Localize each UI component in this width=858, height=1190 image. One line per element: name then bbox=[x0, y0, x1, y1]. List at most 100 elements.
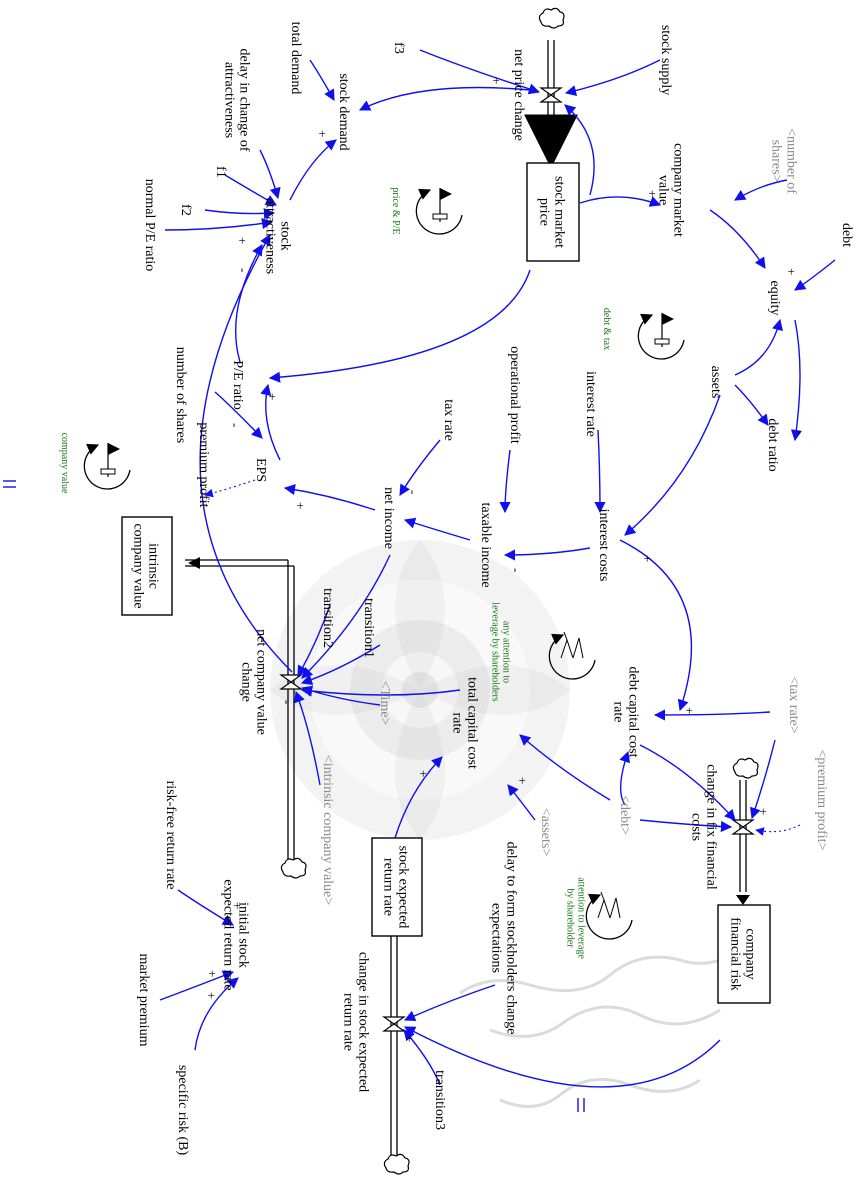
polarity-sign: + bbox=[265, 393, 280, 400]
polarity-sign: + bbox=[682, 707, 697, 714]
f1-label-line: f1 bbox=[213, 166, 228, 178]
company-financial-risk-label: companyfinancial risk bbox=[728, 917, 758, 990]
valve-change-in-stock-expected-return bbox=[382, 1016, 406, 1032]
loop-label-price-pe-line: price & P/E bbox=[390, 187, 401, 234]
delay-to-form-expectations-label-line: expectations bbox=[489, 903, 504, 973]
premium-profit-shadow-label-line: <premium profit> bbox=[814, 750, 829, 851]
operational-profit-label-line: operational profit bbox=[507, 346, 522, 444]
polarity-sign: - bbox=[793, 430, 808, 434]
interest-rate-label: interest rate bbox=[583, 371, 598, 437]
stock-attractiveness-label-line: attractiveness bbox=[263, 198, 278, 274]
loop-label-company-value: company value bbox=[59, 433, 70, 494]
pe-ratio-label-line: P/E ratio bbox=[230, 360, 245, 409]
premium-profit-label-line: premium profit bbox=[196, 422, 211, 507]
pipe-change-in-fix-financial-costs bbox=[736, 780, 750, 905]
premium-profit-label: premium profit bbox=[196, 422, 211, 507]
polarity-sign: - bbox=[228, 423, 243, 427]
stock-supply-label-line: stock supply bbox=[658, 25, 673, 95]
eps-label-line: EPS bbox=[253, 458, 268, 482]
company-market-value-label-line: company market bbox=[671, 143, 686, 237]
watermark-script bbox=[459, 948, 741, 1108]
stock-demand-label: stock demand bbox=[336, 73, 351, 150]
net-company-value-change-label-line: change bbox=[239, 662, 254, 702]
tax-rate-label-line: tax rate bbox=[441, 399, 456, 441]
stock-supply-label: stock supply bbox=[658, 25, 673, 95]
change-in-stock-expected-return-rate-label-line: change in stock expected bbox=[356, 952, 371, 1092]
stock-expected-return-rate-label-line: stock expected bbox=[396, 846, 411, 929]
delay-attractiveness-label-line: attractiveness bbox=[222, 62, 237, 138]
change-in-fix-financial-costs-label-line: change in fix financial bbox=[704, 764, 719, 890]
polarity-sign: + bbox=[402, 1035, 417, 1042]
net-income-label-line: net income bbox=[381, 487, 396, 549]
debt-ratio-label: debt ratio bbox=[765, 418, 780, 471]
change-in-stock-expected-return-rate-label: change in stock expectedreturn rate bbox=[341, 952, 371, 1092]
loop-label-attention-to-leverage-line: by shareholder bbox=[565, 888, 576, 948]
change-in-fix-financial-costs-label: change in fix financialcosts bbox=[689, 764, 719, 890]
transition3-label: transition3 bbox=[432, 1070, 447, 1130]
pe-ratio-label: P/E ratio bbox=[230, 360, 245, 409]
intrinsic-company-value-box bbox=[121, 516, 173, 616]
interest-costs-label-line: interest costs bbox=[596, 509, 611, 582]
valve-change-in-fix-financial-costs bbox=[731, 819, 755, 835]
stock-market-price-label-line: price bbox=[537, 198, 552, 226]
stock-attractiveness-label: stockattractiveness bbox=[263, 198, 293, 274]
polarity-sign: + bbox=[515, 777, 530, 784]
debt-shadow-label-line: <debt> bbox=[617, 795, 632, 835]
change-in-fix-financial-costs-label-line: costs bbox=[689, 813, 704, 841]
stock-expected-return-rate-box bbox=[371, 837, 423, 937]
stock-market-price-label-line: stock market bbox=[552, 176, 567, 248]
risk-free-return-rate-label-line: risk-free return rate bbox=[163, 781, 178, 890]
market-premium-label: market premium bbox=[136, 954, 151, 1047]
polarity-sign: + bbox=[205, 970, 220, 977]
tax-rate-shadow-label: <tax rate> bbox=[786, 676, 801, 733]
number-of-shares-shadow-label-line: shares> bbox=[769, 140, 784, 183]
intrinsic-company-value-label: intrinsiccompany value bbox=[131, 523, 161, 608]
causal-links bbox=[159, 49, 836, 1088]
initial-stock-expected-return-rate-label-line: expected return rate bbox=[221, 879, 236, 990]
total-capital-cost-rate-label: total capital costrate bbox=[450, 677, 480, 769]
tax-rate-shadow-label-line: <tax rate> bbox=[786, 676, 801, 733]
f3-label: f3 bbox=[391, 42, 406, 54]
debt-label-line: debt bbox=[839, 223, 854, 247]
total-capital-cost-rate-label-line: rate bbox=[450, 713, 465, 734]
transition2-label: transition2 bbox=[320, 588, 335, 648]
company-financial-risk-label-line: financial risk bbox=[728, 917, 743, 990]
intrinsic-company-value-shadow-label: <intrinsic company value> bbox=[320, 755, 335, 905]
taxable-income-label-line: taxable income bbox=[478, 502, 493, 587]
time-shadow-label-line: <Time> bbox=[377, 681, 392, 726]
time-shadow-label: <Time> bbox=[377, 681, 392, 726]
delay-attractiveness-label-line: delay in change of bbox=[237, 48, 252, 151]
f1-label: f1 bbox=[213, 166, 228, 178]
eps-label: EPS bbox=[253, 458, 268, 482]
delay-to-form-expectations-label: delay to form stockholders changeexpecta… bbox=[489, 842, 519, 1035]
net-price-change-label: net price change bbox=[511, 49, 526, 141]
debt-capital-cost-rate-label-line: rate bbox=[611, 702, 626, 723]
polarity-sign: + bbox=[235, 237, 250, 244]
stock-attractiveness-label-line: stock bbox=[278, 221, 293, 251]
assets-shadow-label: <assets> bbox=[538, 808, 553, 857]
loop-icon-debt-tax bbox=[637, 313, 685, 360]
pipe-net-price-change bbox=[524, 40, 578, 169]
market-premium-label-line: market premium bbox=[136, 954, 151, 1047]
company-financial-risk-box bbox=[717, 904, 771, 1004]
intrinsic-company-value-label-line: company value bbox=[131, 523, 146, 608]
delay-to-form-expectations-label-line: delay to form stockholders change bbox=[504, 842, 519, 1035]
company-financial-risk-label-line: company bbox=[743, 928, 758, 979]
loop-icon-attention-to-leverage bbox=[585, 891, 633, 940]
premium-profit-shadow-label: <premium profit> bbox=[814, 750, 829, 851]
valve-net-company-value-change bbox=[279, 674, 303, 690]
total-capital-cost-rate-label-line: total capital cost bbox=[465, 677, 480, 769]
net-income-label: net income bbox=[381, 487, 396, 549]
polarity-sign: + bbox=[640, 555, 655, 562]
polarity-sign: - bbox=[509, 568, 524, 572]
loop-label-debt-tax-line: debt & tax bbox=[601, 308, 612, 350]
loop-icon-any-attention bbox=[548, 631, 596, 680]
loop-icon-price-pe bbox=[415, 188, 463, 235]
total-demand-label-line: total demand bbox=[288, 22, 303, 95]
polarity-sign: - bbox=[280, 700, 295, 704]
number-of-shares-shadow-label-line: <number of bbox=[784, 128, 799, 194]
loop-label-any-attention: any attention toleverage by shareholders bbox=[490, 602, 512, 702]
specific-risk-label: specific risk (B) bbox=[175, 1065, 190, 1156]
